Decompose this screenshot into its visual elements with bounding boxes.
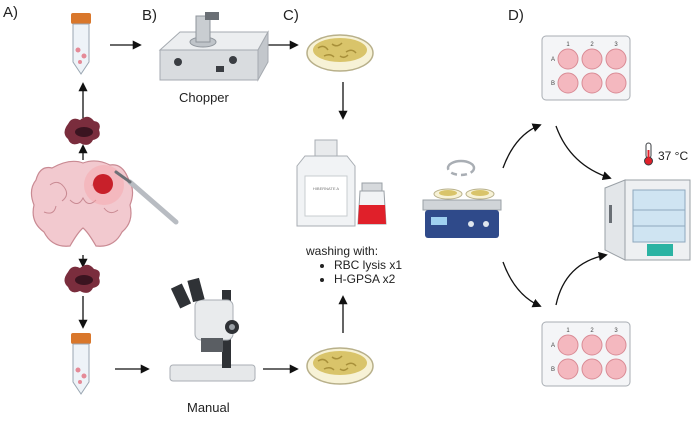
svg-text:3: 3 — [614, 42, 618, 48]
red-vial — [357, 182, 387, 225]
svg-text:3: 3 — [614, 328, 618, 334]
arrow-bottom-plate-to-incubator — [555, 251, 608, 306]
arrow-shaker-to-bottom-plate — [502, 261, 542, 308]
media-bottle: HIBERNATE A — [296, 139, 356, 227]
manual-caption: Manual — [187, 400, 230, 415]
arrow-top-plate-to-incubator — [555, 125, 612, 181]
tissue-piece-bottom — [64, 264, 100, 293]
rotation-icon — [446, 159, 476, 169]
svg-text:B: B — [551, 81, 555, 87]
conical-tube-bottom — [71, 333, 91, 395]
washing-list: RBC lysis x1 H-GPSA x2 — [306, 258, 402, 286]
incubator-door — [604, 179, 626, 261]
incubator-temperature: 37 °C — [658, 149, 689, 163]
brain-illustration — [30, 160, 179, 247]
panel-label-d: D) — [508, 7, 524, 24]
tissue-piece-top — [64, 116, 100, 145]
incubator — [604, 142, 691, 261]
stereo-microscope — [169, 277, 256, 382]
washing-title: washing with: — [306, 244, 379, 258]
arrows — [78, 40, 612, 374]
svg-text:1: 1 — [566, 42, 570, 48]
svg-text:B: B — [551, 367, 555, 373]
multiwell-plate-bottom: 1 2 3 A B — [541, 321, 631, 387]
tumor — [93, 174, 113, 194]
svg-text:A: A — [551, 57, 555, 63]
bottle-label: HIBERNATE A — [313, 186, 339, 191]
chopper-caption: Chopper — [179, 90, 229, 105]
petri-dish-bottom — [306, 347, 374, 385]
washing-steps: washing with: RBC lysis x1 H-GPSA x2 — [306, 244, 402, 286]
scalpel-handle — [127, 179, 179, 225]
conical-tube-top — [71, 13, 91, 75]
panel-label-c: C) — [283, 7, 299, 24]
tissue-chopper — [158, 12, 269, 82]
multiwell-plate-top: 1 2 3 A B — [541, 35, 631, 101]
arrow-shaker-to-top-plate — [502, 123, 542, 169]
svg-text:1: 1 — [566, 328, 570, 334]
panel-label-a: A) — [3, 4, 18, 21]
scalpel-blade — [114, 170, 132, 184]
washing-step-h-gpsa: H-GPSA x2 — [334, 272, 402, 286]
orbital-shaker — [422, 159, 502, 238]
panel-label-b: B) — [142, 7, 157, 24]
svg-text:2: 2 — [590, 328, 594, 334]
washing-step-rbc-lysis: RBC lysis x1 — [334, 258, 402, 272]
thermometer-icon — [644, 142, 653, 166]
svg-text:2: 2 — [590, 42, 594, 48]
petri-dish-top — [306, 34, 374, 72]
svg-text:A: A — [551, 343, 555, 349]
